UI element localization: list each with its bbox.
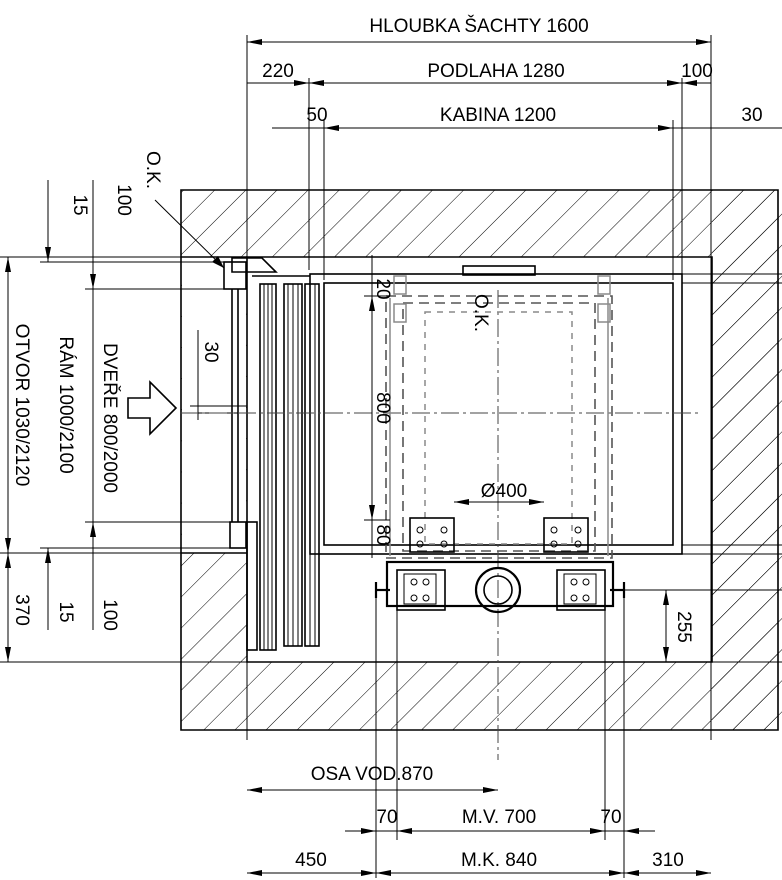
frame-label: RÁM 1000/2100: [55, 336, 76, 473]
arrow-right-icon: [127, 380, 178, 436]
dim-50: 50: [306, 105, 327, 126]
interior-dimensions: O.K. 20 800 80 Ø400 255: [364, 255, 782, 663]
dim-70-right: 70: [600, 807, 621, 828]
dim-20: 20: [372, 278, 393, 299]
cabin: [309, 265, 782, 555]
dashed-sling: [385, 275, 613, 559]
dim-310: 310: [652, 850, 684, 871]
dim-100-left-top: 100: [113, 184, 134, 216]
dim-15-top: 15: [69, 194, 90, 215]
dim-30-top: 30: [741, 105, 762, 126]
left-dimensions: 15 100 OTVOR 1030/2120 RÁM 1000/2100 DVE…: [0, 151, 247, 663]
floor-label: PODLAHA 1280: [427, 61, 564, 82]
landing-door: [223, 257, 278, 651]
dim-100-left-bottom: 100: [99, 599, 120, 631]
dim-450: 450: [295, 850, 327, 871]
center-lines: [180, 290, 700, 760]
mv-label: M.V. 700: [462, 807, 536, 828]
cabin-doors: [252, 275, 320, 651]
top-dimensions: HLOUBKA ŠACHTY 1600 220 PODLAHA 1280 100…: [246, 15, 782, 740]
mk-label: M.K. 840: [461, 850, 537, 871]
doors-label: DVEŘE 800/2000: [99, 343, 121, 493]
bottom-dimensions: OSA VOD.870 70 M.V. 700 70 450 M.K. 840 …: [247, 598, 711, 878]
diameter-label: Ø400: [481, 481, 527, 502]
buffer-brackets: [409, 517, 589, 553]
dim-100-top: 100: [681, 61, 713, 82]
guide-rail-beam: [374, 560, 626, 614]
guide-axis-label: OSA VOD.870: [311, 764, 434, 785]
dim-370: 370: [11, 594, 32, 626]
dim-255: 255: [673, 611, 694, 643]
ok-center-label: O.K.: [470, 294, 491, 332]
shaft-depth-label: HLOUBKA ŠACHTY 1600: [369, 15, 588, 37]
dim-220: 220: [262, 61, 294, 82]
shaft-walls: [180, 189, 782, 731]
dim-80: 80: [372, 524, 393, 545]
dim-30-left: 30: [200, 341, 221, 362]
dim-70-left: 70: [376, 807, 397, 828]
opening-label: OTVOR 1030/2120: [11, 324, 32, 487]
dim-800: 800: [372, 392, 393, 424]
ok-left-label: O.K.: [142, 151, 163, 189]
dim-15-bottom: 15: [55, 601, 76, 622]
cabin-label: KABINA 1200: [440, 105, 556, 126]
